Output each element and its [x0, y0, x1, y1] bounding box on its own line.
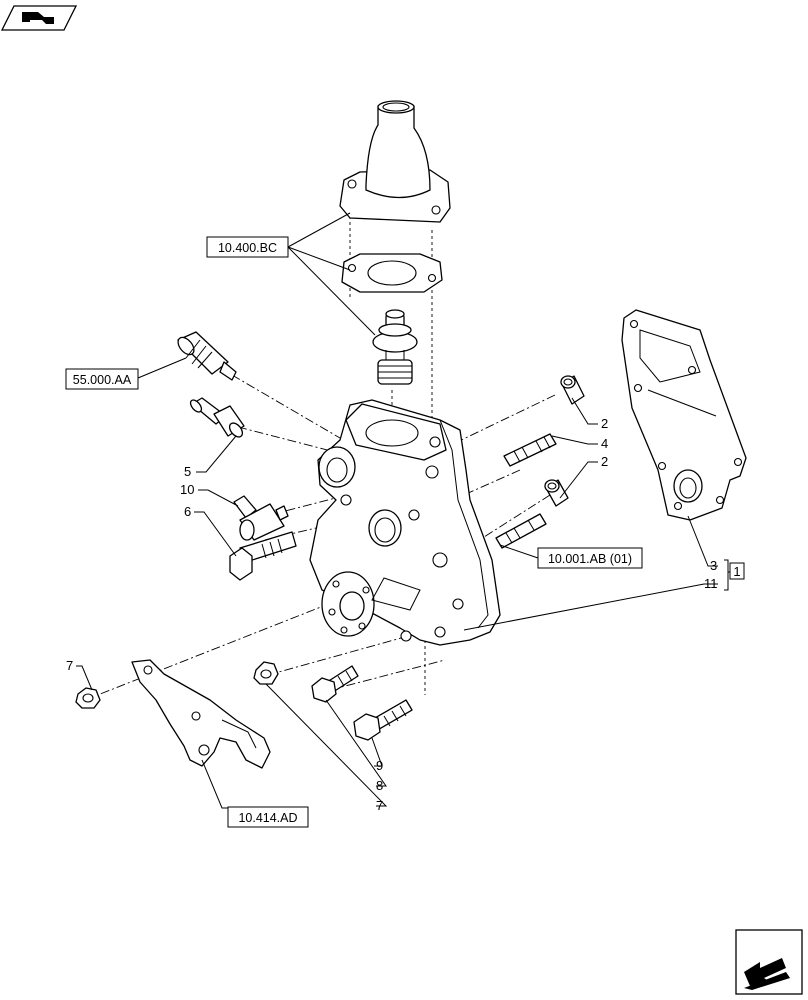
mounting-bracket [131, 659, 271, 769]
nut-7-left [75, 687, 101, 709]
ref-10-001-ab[interactable]: 10.001.AB (01) [537, 547, 643, 569]
callout-3: 3 [710, 558, 717, 573]
temperature-sensor [177, 331, 237, 381]
leader-lines [76, 212, 732, 809]
callout-7-bottom: 7 [376, 798, 383, 813]
elbow-fitting-10 [233, 495, 289, 541]
callout-5: 5 [184, 464, 191, 479]
water-pump-body [309, 399, 501, 646]
callout-6: 6 [184, 504, 191, 519]
nut-7-bottom [253, 661, 279, 685]
pump-gasket [621, 309, 747, 521]
ref-10-414-ad[interactable]: 10.414.AD [227, 806, 309, 828]
dowel-sleeve-2-top [560, 375, 585, 405]
bolt-8 [311, 665, 359, 703]
stud-10-001 [495, 513, 547, 549]
callout-2-top: 2 [601, 416, 608, 431]
thermostat-housing-cover [339, 100, 451, 223]
next-page-arrow-icon[interactable] [735, 929, 803, 995]
svg-text:10.400.BC: 10.400.BC [218, 241, 277, 255]
callout-9: 9 [376, 758, 383, 773]
bolt-6 [229, 531, 297, 581]
callout-11: 11 [704, 576, 718, 591]
svg-text:10.001.AB (01): 10.001.AB (01) [548, 552, 632, 566]
callout-numbers: 2 4 2 5 10 6 3 11 7 9 8 7 [66, 416, 718, 813]
callout-2-mid: 2 [601, 454, 608, 469]
svg-text:1: 1 [733, 564, 740, 579]
hose-fitting-5 [189, 397, 245, 438]
svg-text:55.000.AA: 55.000.AA [73, 373, 132, 387]
callout-10: 10 [180, 482, 194, 497]
callout-7-left: 7 [66, 658, 73, 673]
ref-10-400-bc[interactable]: 10.400.BC [206, 236, 289, 258]
dowel-sleeve-2-mid [544, 479, 569, 507]
callout-4: 4 [601, 436, 608, 451]
ref-55-000-aa[interactable]: 55.000.AA [65, 368, 139, 390]
thermostat [372, 309, 418, 385]
callout-box-1: 1 [729, 562, 745, 580]
svg-text:10.414.AD: 10.414.AD [238, 811, 297, 825]
thermostat-gasket [341, 253, 443, 293]
callout-8: 8 [376, 778, 383, 793]
stud-4 [503, 433, 557, 467]
book-icon[interactable] [0, 5, 78, 31]
bolt-9 [353, 699, 413, 741]
